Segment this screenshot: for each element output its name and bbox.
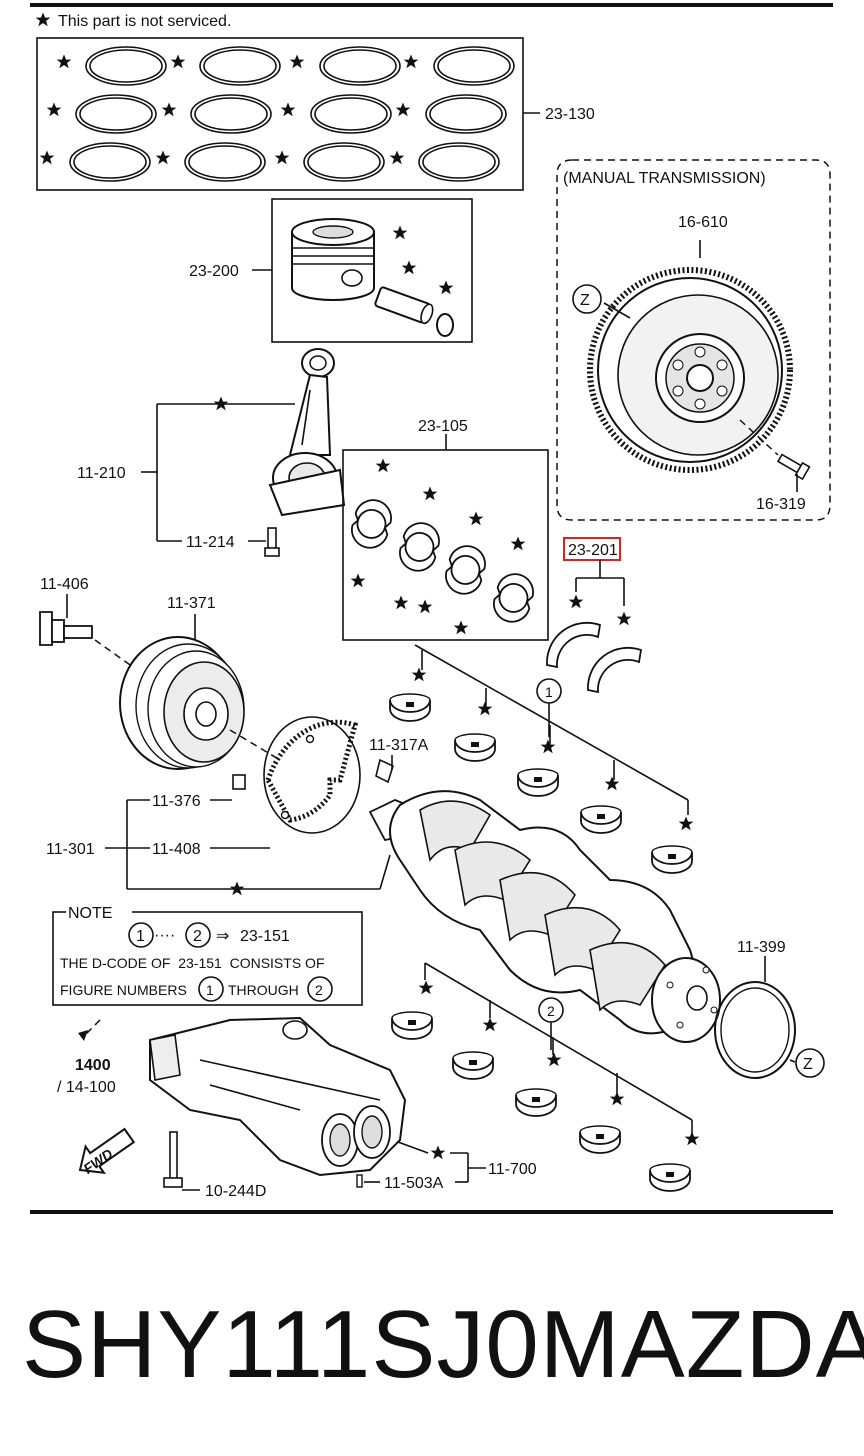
trigger-wheel <box>263 716 394 834</box>
callout-11-301: 11-301 <box>46 841 95 858</box>
callout-11-399: 11-399 <box>737 939 786 956</box>
fwd-arrow-icon <box>78 1127 136 1175</box>
callout-23-201-highlight <box>563 537 621 561</box>
callout-11-214: 11-214 <box>186 534 235 551</box>
callout-16-610: 16-610 <box>678 214 728 231</box>
connecting-rod <box>141 348 346 557</box>
flywheel-group <box>556 159 831 521</box>
star-icon <box>35 12 51 27</box>
marker-two: 2 <box>547 1003 555 1019</box>
crankshaft <box>368 790 721 1043</box>
callout-23-200: 23-200 <box>189 263 239 280</box>
thrust-bearings <box>546 537 643 694</box>
callout-11-406: 11-406 <box>40 576 89 593</box>
note-range-two: 2 <box>193 928 202 945</box>
callout-11-408: 11-408 <box>152 841 201 858</box>
z-marker-top <box>572 284 602 314</box>
note-range-one: 1 <box>136 928 145 945</box>
oil-pump-assembly <box>78 1016 407 1191</box>
callout-11-210: 11-210 <box>77 465 126 482</box>
callout-16-319: 16-319 <box>756 496 806 513</box>
note-title: NOTE <box>68 905 112 922</box>
note-range-target: 23-151 <box>240 928 290 945</box>
callout-23-130: 23-130 <box>545 106 595 123</box>
lower-main-bearings <box>391 962 700 1192</box>
z-marker-bottom-label: Z <box>803 1056 813 1073</box>
z-marker-top-label: Z <box>580 292 590 309</box>
callout-10-244d: 10-244D <box>205 1183 266 1200</box>
z-marker-bottom <box>795 1048 825 1078</box>
crankshaft-bracket <box>105 774 391 896</box>
bottom-rule <box>30 1210 833 1214</box>
part-footer: SHY111SJ0 MAZDA <box>22 1290 864 1400</box>
note-arrow: ⇒ <box>216 928 229 945</box>
callout-11-317a: 11-317A <box>369 737 429 754</box>
note-line3-two: 2 <box>315 982 323 998</box>
note-line2: THE D-CODE OF 23-151 CONSISTS OF <box>60 955 325 971</box>
rod-bearing-set <box>342 434 549 641</box>
oil-pump-parts <box>356 1141 486 1188</box>
manual-transmission-label: (MANUAL TRANSMISSION) <box>563 170 766 187</box>
note-line3-a: FIGURE NUMBERS <box>60 982 187 998</box>
piston-ring-set <box>36 37 540 191</box>
not-serviced-note: This part is not serviced. <box>58 13 231 30</box>
callout-11-371: 11-371 <box>167 595 216 612</box>
part-number: SHY111SJ0 <box>22 1291 540 1398</box>
callout-23-105: 23-105 <box>418 418 468 435</box>
crank-pulley <box>119 614 281 770</box>
brand-name: MAZDA <box>539 1291 864 1398</box>
rear-oil-seal <box>714 956 796 1079</box>
piston-assembly <box>252 198 473 343</box>
callout-11-376: 11-376 <box>152 793 201 810</box>
callout-14-100: / 14-100 <box>57 1079 116 1096</box>
note-line3-b: THROUGH <box>228 982 299 998</box>
note-line3-one: 1 <box>206 982 214 998</box>
callout-11-503a: 11-503A <box>384 1175 444 1192</box>
note-range-dots: ···· <box>154 927 175 944</box>
note-box <box>52 903 363 1006</box>
callout-23-201: 23-201 <box>568 542 618 559</box>
marker-one: 1 <box>545 684 553 700</box>
crank-bolt <box>39 594 141 673</box>
callout-1400: 1400 <box>75 1057 111 1074</box>
top-rule <box>30 3 833 7</box>
callout-11-700: 11-700 <box>488 1161 537 1178</box>
upper-main-bearings <box>389 644 694 874</box>
